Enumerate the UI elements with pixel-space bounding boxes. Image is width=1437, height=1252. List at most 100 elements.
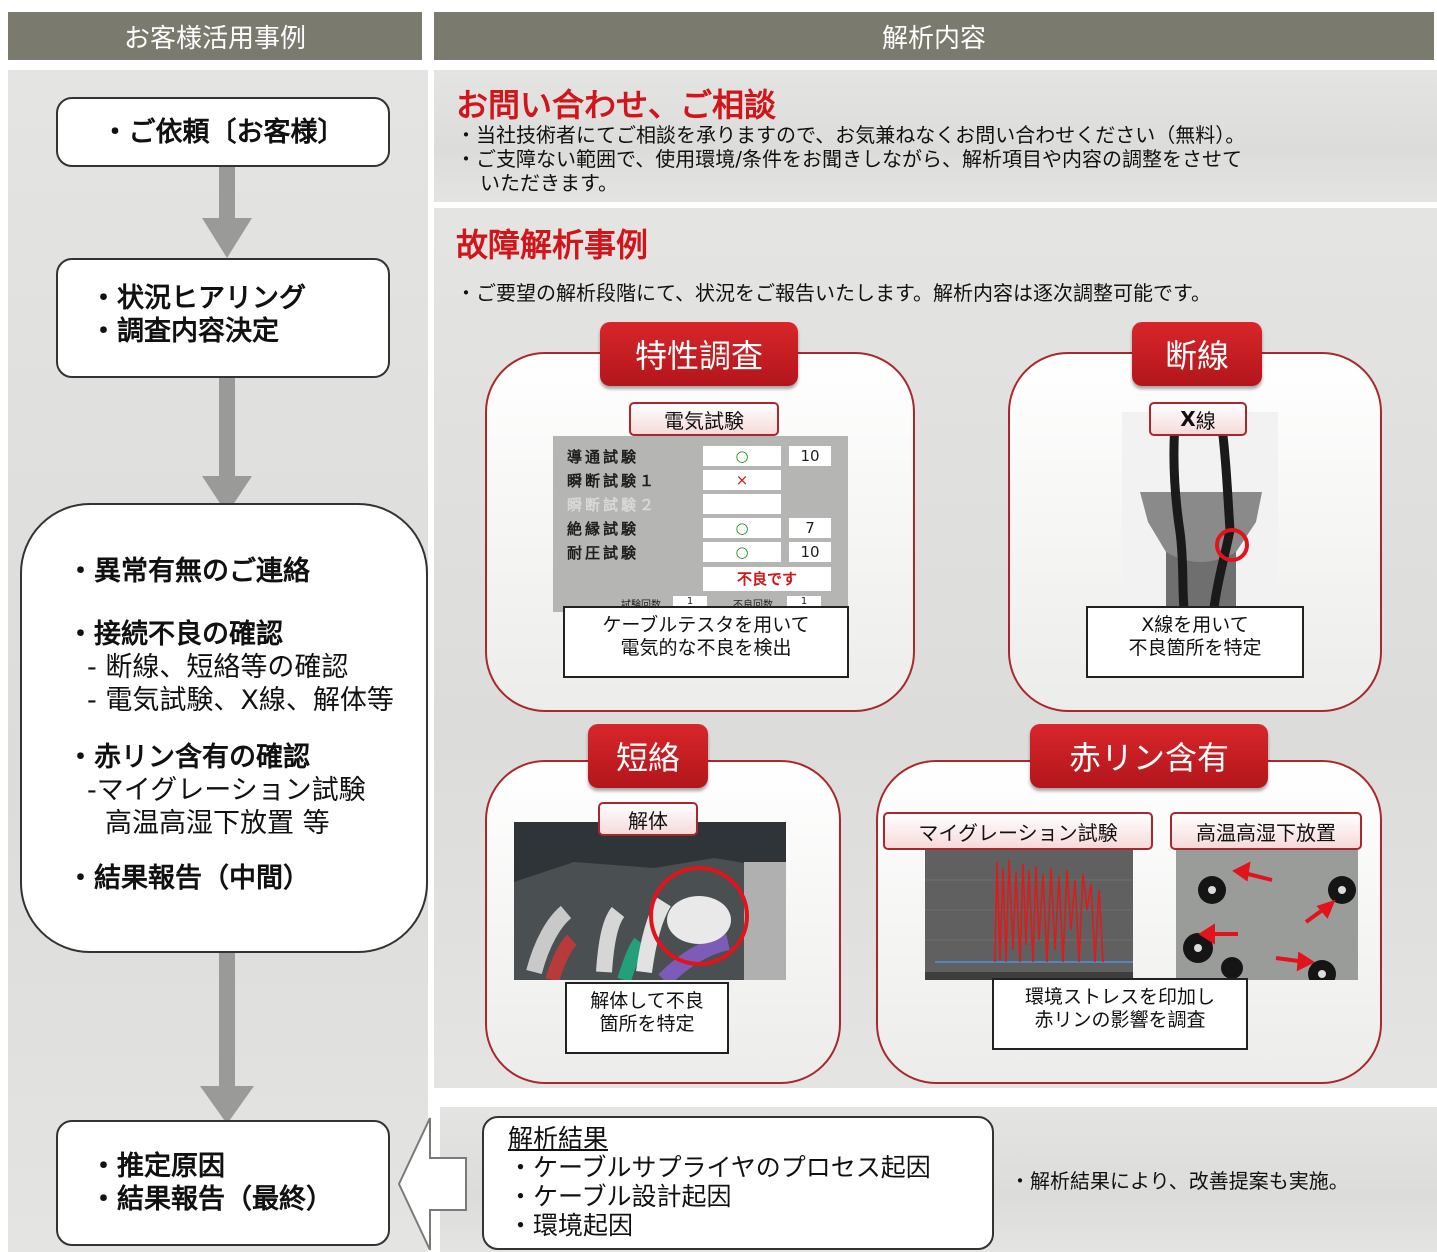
table-row: 瞬断試験２	[567, 494, 837, 516]
ribbon-red-phosphorus: 赤リン含有	[1030, 724, 1268, 788]
table-row-label: 瞬断試験１	[567, 472, 658, 490]
caption-red-phosphorus-line1: 環境ストレスを印加し	[1024, 986, 1215, 1008]
tag-electrical-test-label: 電気試験	[664, 408, 744, 433]
table-row: 絶縁試験 ○ 7	[567, 518, 837, 540]
tag-humidity-test-label: 高温高湿下放置	[1196, 820, 1336, 845]
red-circle-icon	[649, 866, 749, 966]
table-row-value: 7	[789, 518, 831, 538]
flow-interim-item4: ・結果報告（中間）	[67, 863, 310, 894]
caption-break-line1: X線を用いて	[1141, 614, 1249, 636]
caption-red-phosphorus: 環境ストレスを印加し 赤リンの影響を調査	[992, 978, 1248, 1050]
flow-box-request: ・ご依頼〔お客様〕	[56, 97, 390, 167]
result-note: ・解析結果により、改善提案も実施。	[1010, 1169, 1349, 1193]
result-item2: ・ケーブル設計起因	[508, 1182, 732, 1211]
ribbon-characteristic: 特性調査	[600, 322, 798, 386]
xray-image	[1122, 412, 1278, 608]
header-left-label: お客様活用事例	[123, 23, 306, 54]
table-footer-label1: 試験回数	[621, 596, 661, 611]
flow-interim-item1: ・異常有無のご連絡	[67, 556, 310, 587]
inquiry-title: お問い合わせ、ご相談	[456, 86, 777, 124]
flow-hearing-line1: ・状況ヒアリング	[90, 283, 306, 314]
result-item1: ・ケーブルサプライヤのプロセス起因	[508, 1153, 931, 1182]
table-row-result: ○	[703, 518, 781, 538]
cable-tester-table: 導通試験 ○ 10 瞬断試験１ × 瞬断試験２ 絶縁試験 ○ 7 耐圧試験 ○ …	[553, 436, 848, 612]
table-footer-label2: 不良回数	[733, 596, 773, 611]
tag-electrical-test: 電気試験	[629, 402, 779, 436]
table-row-result	[703, 494, 781, 514]
tag-migration-test-label: マイグレーション試験	[918, 820, 1118, 845]
flow-interim-item3-sub1: -マイグレーション試験	[87, 775, 366, 806]
tag-xray-rest: 線	[1195, 408, 1216, 433]
disassembly-image	[514, 822, 786, 980]
inquiry-line1: ・当社技術者にてご相談を承りますので、お気兼ねなくお問い合わせください（無料）。	[456, 123, 1246, 147]
result-item3: ・環境起因	[508, 1211, 634, 1240]
flow-box-hearing: ・状況ヒアリング ・調査内容決定	[56, 258, 390, 378]
caption-short-line2: 箇所を特定	[599, 1013, 695, 1035]
flow-box-interim: ・異常有無のご連絡 ・接続不良の確認 - 断線、短絡等の確認 - 電気試験、X線…	[20, 503, 428, 953]
table-row-value: 10	[789, 446, 831, 466]
down-arrow-icon	[200, 950, 254, 1124]
flow-arrows	[200, 165, 254, 1124]
table-row-result: ○	[703, 542, 781, 562]
header-right: 解析内容	[434, 12, 1434, 60]
ribbon-break-label: 断線	[1164, 337, 1229, 375]
header-left: お客様活用事例	[8, 12, 422, 60]
flow-hearing-line2: ・調査内容決定	[90, 316, 279, 347]
table-row: 耐圧試験 ○ 10	[567, 542, 837, 564]
tag-disassembly-label: 解体	[628, 808, 668, 833]
flow-final-line2: ・結果報告（最終）	[90, 1184, 333, 1215]
caption-break-line2: 不良箇所を特定	[1128, 637, 1262, 659]
flow-box-request-text: ・ご依頼〔お客様〕	[101, 116, 345, 148]
migration-graph-image	[925, 850, 1133, 980]
caption-short-line1: 解体して不良	[590, 990, 704, 1012]
tag-migration-test: マイグレーション試験	[883, 812, 1153, 850]
tag-humidity-test: 高温高湿下放置	[1170, 812, 1362, 850]
tag-xray-bold: X	[1180, 407, 1196, 431]
table-row-label: 導通試験	[567, 448, 640, 466]
cases-title: 故障解析事例	[456, 226, 649, 264]
table-row-value: 10	[789, 542, 831, 562]
flow-interim-item3: ・赤リン含有の確認	[67, 742, 310, 773]
inquiry-line3: いただきます。	[480, 171, 618, 195]
header-right-label: 解析内容	[881, 23, 986, 54]
caption-red-phosphorus-line2: 赤リンの影響を調査	[1034, 1009, 1206, 1031]
table-row-result: ×	[703, 470, 781, 490]
red-circle-icon	[1215, 528, 1249, 562]
table-row: 瞬断試験１ ×	[567, 470, 837, 492]
table-verdict: 不良です	[703, 567, 831, 591]
ribbon-short: 短絡	[588, 724, 708, 788]
ribbon-red-phosphorus-label: 赤リン含有	[1068, 739, 1229, 777]
flow-interim-item2: ・接続不良の確認	[67, 619, 283, 650]
tag-disassembly: 解体	[598, 802, 698, 836]
table-row-label: 耐圧試験	[567, 544, 640, 562]
flow-interim-item2-sub1: - 断線、短絡等の確認	[87, 652, 349, 683]
table-row-label: 瞬断試験２	[567, 496, 658, 514]
result-box: 解析結果 ・ケーブルサプライヤのプロセス起因 ・ケーブル設計起因 ・環境起因	[482, 1116, 994, 1250]
result-title: 解析結果	[508, 1124, 609, 1153]
flow-interim-item2-sub2: - 電気試験、X線、解体等	[87, 685, 394, 716]
inquiry-panel-bg	[434, 70, 1437, 202]
ribbon-break: 断線	[1132, 322, 1262, 386]
down-arrow-icon	[202, 378, 252, 514]
table-row: 導通試験 ○ 10	[567, 446, 837, 468]
left-arrow-icon	[397, 1117, 467, 1251]
flow-final-line1: ・推定原因	[90, 1151, 225, 1182]
table-footer-value1: 1	[673, 596, 707, 607]
ribbon-characteristic-label: 特性調査	[634, 337, 763, 375]
table-footer-value2: 1	[787, 596, 821, 607]
caption-short: 解体して不良 箇所を特定	[565, 982, 729, 1054]
cases-intro: ・ご要望の解析段階にて、状況をご報告いたします。解析内容は逐次調整可能です。	[456, 281, 1211, 305]
ribbon-short-label: 短絡	[615, 739, 680, 777]
caption-characteristic-line2: 電気的な不良を検出	[620, 637, 792, 659]
table-row-result: ○	[703, 446, 781, 466]
inquiry-line2: ・ご支障ない範囲で、使用環境/条件をお聞きしながら、解析項目や内容の調整をさせて	[456, 147, 1242, 171]
caption-characteristic: ケーブルテスタを用いて 電気的な不良を検出	[563, 606, 849, 678]
table-row-label: 絶縁試験	[567, 520, 640, 538]
caption-break: X線を用いて 不良箇所を特定	[1086, 606, 1304, 678]
flow-interim-item3-sub2: 高温高湿下放置 等	[105, 808, 330, 839]
caption-characteristic-line1: ケーブルテスタを用いて	[602, 614, 810, 636]
humidity-test-image	[1176, 850, 1358, 980]
down-arrow-icon	[202, 165, 252, 258]
flow-box-final: ・推定原因 ・結果報告（最終）	[56, 1120, 390, 1246]
